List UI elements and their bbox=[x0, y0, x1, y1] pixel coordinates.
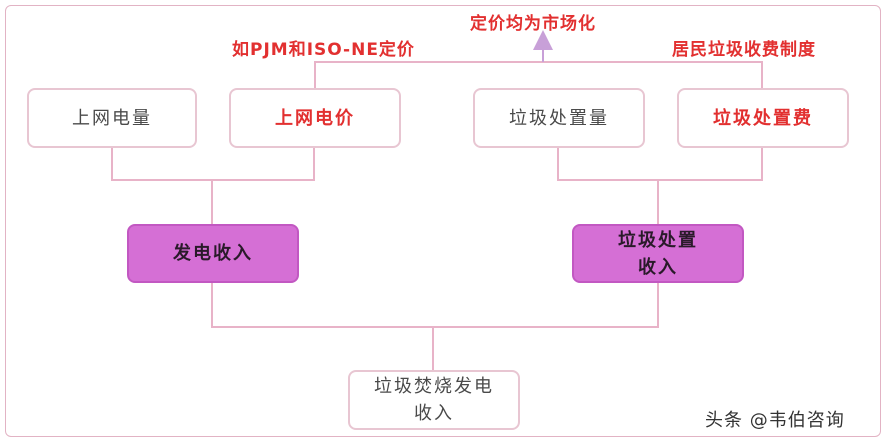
power-revenue-box: 发电收入 bbox=[127, 224, 299, 283]
resident-fee-label: 居民垃圾收费制度 bbox=[672, 40, 816, 60]
pricing-bracket bbox=[314, 61, 763, 88]
total-revenue-box: 垃圾焚烧发电 收入 bbox=[348, 370, 520, 430]
revenue-bracket bbox=[211, 283, 659, 370]
pjm-label: 如PJM和ISO-NE定价 bbox=[232, 40, 415, 60]
power-bracket bbox=[111, 148, 315, 224]
market-pricing-label: 定价均为市场化 bbox=[470, 14, 596, 34]
grid-price-box: 上网电价 bbox=[229, 88, 401, 148]
waste-bracket bbox=[557, 148, 763, 224]
diagram-frame bbox=[5, 5, 881, 437]
watermark-text: 头条 @韦伯咨询 bbox=[705, 410, 845, 431]
waste-revenue-box: 垃圾处置 收入 bbox=[572, 224, 744, 283]
waste-volume-box: 垃圾处置量 bbox=[473, 88, 645, 148]
waste-fee-box: 垃圾处置费 bbox=[677, 88, 849, 148]
grid-volume-box: 上网电量 bbox=[27, 88, 197, 148]
